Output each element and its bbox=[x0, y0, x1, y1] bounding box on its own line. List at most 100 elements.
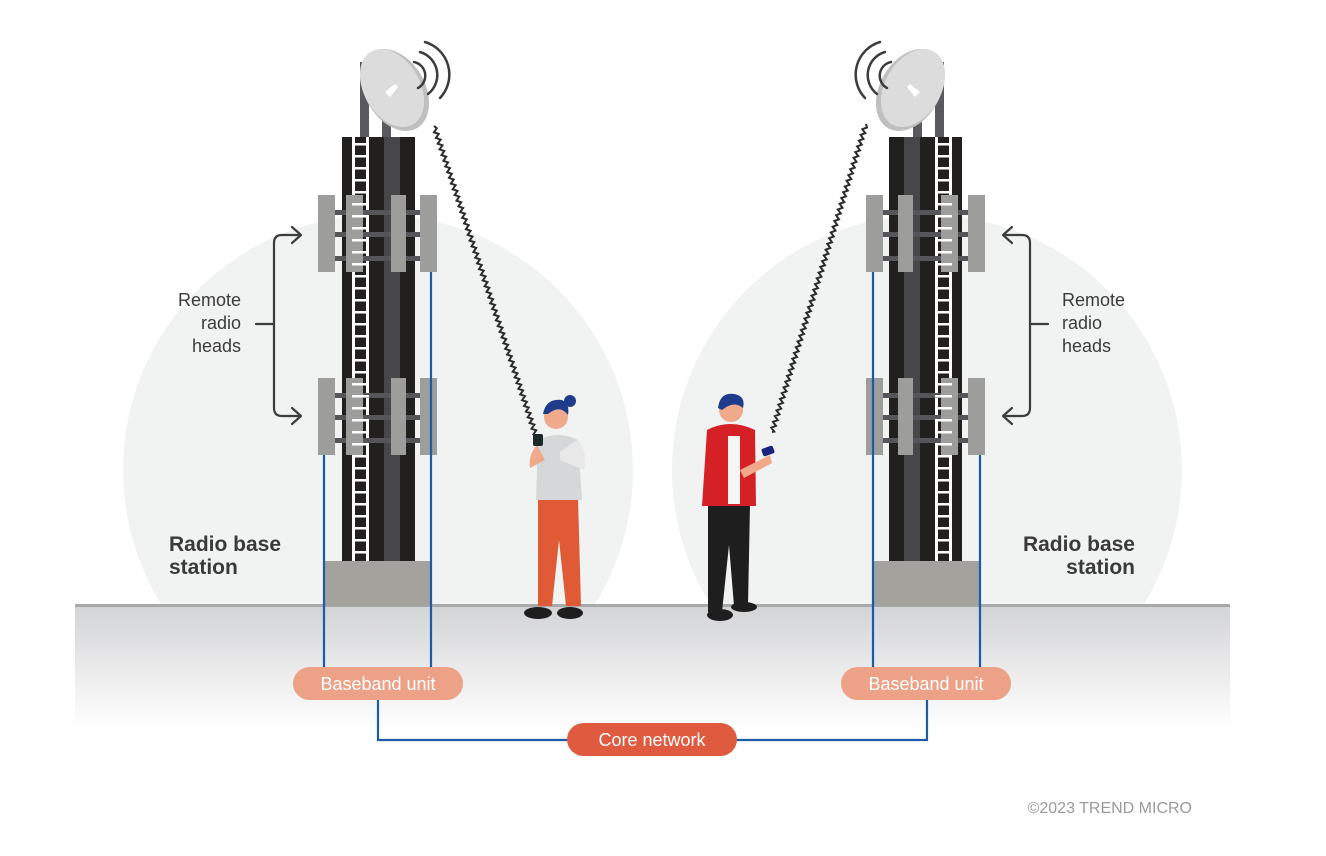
ladder-rung bbox=[935, 503, 952, 506]
ladder-rung bbox=[935, 515, 952, 518]
left-signal-icon bbox=[412, 40, 451, 100]
ladder-rung bbox=[352, 479, 369, 482]
right-baseband-unit: Baseband unit bbox=[841, 667, 1011, 700]
woman-phone-icon bbox=[533, 434, 543, 446]
ladder-rung bbox=[352, 395, 369, 398]
ladder-rung bbox=[935, 311, 952, 314]
ladder-rung bbox=[352, 203, 369, 206]
man-user-icon bbox=[702, 393, 775, 621]
left-station-label-line2: station bbox=[169, 556, 238, 579]
ladder-rung bbox=[935, 383, 952, 386]
ladder-rung bbox=[935, 251, 952, 254]
man-phone-icon bbox=[761, 445, 775, 457]
ladder-rung bbox=[935, 467, 952, 470]
ladder-rung bbox=[935, 203, 952, 206]
left-baseband-unit: Baseband unit bbox=[293, 667, 463, 700]
ladder-rung bbox=[935, 491, 952, 494]
ladder-rung bbox=[935, 323, 952, 326]
ladder-rung bbox=[352, 527, 369, 530]
ladder-rung bbox=[935, 551, 952, 554]
right-rrh-label-line2: radio bbox=[1062, 313, 1102, 333]
ladder-rung bbox=[935, 479, 952, 482]
ladder-rung bbox=[352, 251, 369, 254]
ladder-rung bbox=[352, 155, 369, 158]
left-rrh-label-line3: heads bbox=[192, 336, 241, 356]
ladder-rung bbox=[935, 395, 952, 398]
ladder-rung bbox=[352, 239, 369, 242]
ladder-rung bbox=[352, 263, 369, 266]
ladder-rung bbox=[935, 359, 952, 362]
ladder-rung bbox=[352, 215, 369, 218]
left-tower bbox=[318, 40, 451, 606]
ladder-rung bbox=[352, 299, 369, 302]
ladder-rung bbox=[352, 335, 369, 338]
left-rrh-label-line1: Remote bbox=[178, 290, 241, 310]
ladder-rung bbox=[935, 191, 952, 194]
ladder-rung bbox=[935, 335, 952, 338]
ladder-rung bbox=[935, 167, 952, 170]
ladder-rung bbox=[935, 179, 952, 182]
ladder-rung bbox=[935, 347, 952, 350]
ladder-rung bbox=[352, 323, 369, 326]
left-radio-link bbox=[432, 125, 538, 437]
right-dish-icon bbox=[875, 49, 946, 131]
ladder-rung bbox=[935, 299, 952, 302]
ladder-rung bbox=[935, 455, 952, 458]
right-rrh-bracket bbox=[1001, 225, 1050, 426]
ladder-rung bbox=[352, 275, 369, 278]
ladder-rung bbox=[352, 347, 369, 350]
ladder-rung bbox=[352, 515, 369, 518]
ladder-rung bbox=[352, 539, 369, 542]
ground bbox=[75, 605, 1230, 730]
ladder-rung bbox=[352, 467, 369, 470]
ladder-rung bbox=[935, 287, 952, 290]
right-rrh-label-line3: heads bbox=[1062, 336, 1111, 356]
ladder-rung bbox=[935, 275, 952, 278]
ladder-rung bbox=[935, 371, 952, 374]
core-network-label: Core network bbox=[598, 730, 706, 750]
core-network: Core network bbox=[567, 723, 737, 756]
left-rrh-bracket bbox=[254, 225, 303, 426]
left-station-label-line1: Radio base bbox=[169, 533, 281, 556]
left-base-block bbox=[325, 561, 432, 606]
ladder-rung bbox=[352, 491, 369, 494]
ladder-rung bbox=[352, 419, 369, 422]
right-rrh-lower bbox=[866, 378, 985, 455]
ladder-rung bbox=[935, 443, 952, 446]
ladder-rung bbox=[352, 227, 369, 230]
ladder-rung bbox=[352, 371, 369, 374]
ladder-rung bbox=[935, 527, 952, 530]
right-rrh-label-line1: Remote bbox=[1062, 290, 1125, 310]
ladder-rung bbox=[352, 191, 369, 194]
ladder-rung bbox=[352, 179, 369, 182]
ladder-rung bbox=[935, 143, 952, 146]
ladder-rung bbox=[935, 155, 952, 158]
ladder-rung bbox=[352, 143, 369, 146]
ladder-rung bbox=[352, 503, 369, 506]
left-rrh-lower bbox=[318, 378, 437, 455]
ladder-rung bbox=[352, 359, 369, 362]
right-radio-link bbox=[769, 123, 869, 433]
left-rrh-upper bbox=[318, 195, 437, 272]
ladder-rung bbox=[935, 419, 952, 422]
ladder-rung bbox=[352, 407, 369, 410]
ladder-rung bbox=[352, 383, 369, 386]
right-signal-icon bbox=[854, 40, 893, 100]
right-base-block bbox=[873, 561, 980, 606]
ladder-rung bbox=[352, 455, 369, 458]
right-baseband-label: Baseband unit bbox=[868, 674, 983, 694]
ladder-rung bbox=[352, 431, 369, 434]
copyright-notice: ©2023 TREND MICRO bbox=[1028, 800, 1192, 817]
ladder-rung bbox=[352, 287, 369, 290]
ladder-rung bbox=[352, 167, 369, 170]
left-rrh-label-line2: radio bbox=[201, 313, 241, 333]
right-station-label-line2: station bbox=[1066, 556, 1135, 579]
ladder-rung bbox=[352, 551, 369, 554]
ladder-rung bbox=[935, 227, 952, 230]
ladder-rung bbox=[935, 263, 952, 266]
ladder-rung bbox=[935, 431, 952, 434]
ground-edge bbox=[75, 604, 1230, 607]
ladder-rung bbox=[935, 215, 952, 218]
ladder-rung bbox=[352, 443, 369, 446]
